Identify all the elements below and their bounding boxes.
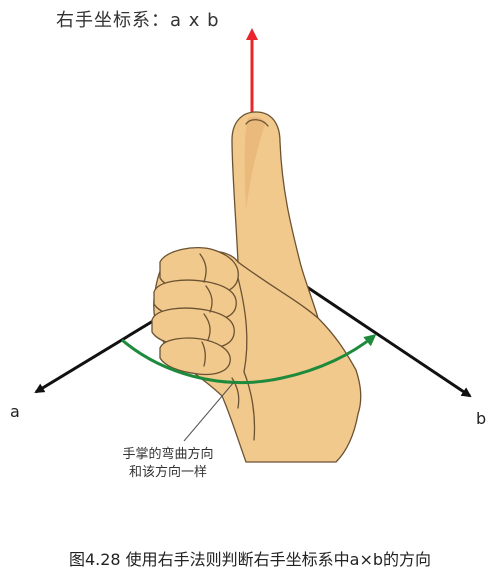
axis-a-label: a <box>10 402 20 421</box>
axis-a-arrow <box>34 316 159 394</box>
curl-direction-arrow <box>121 334 377 385</box>
annotation-line-1: 手掌的弯曲方向 <box>122 446 213 462</box>
axis-b-label: b <box>476 409 486 428</box>
annotation-leader-line <box>183 381 235 442</box>
axis-b-arrow <box>297 279 472 398</box>
figure-caption: 图4.28 使用右手法则判断右手坐标系中a×b的方向 <box>68 550 432 569</box>
hand-illustration <box>151 111 362 463</box>
diagram-title: 右手坐标系：a x b <box>56 10 220 31</box>
annotation-line-2: 和该方向一样 <box>129 464 207 480</box>
